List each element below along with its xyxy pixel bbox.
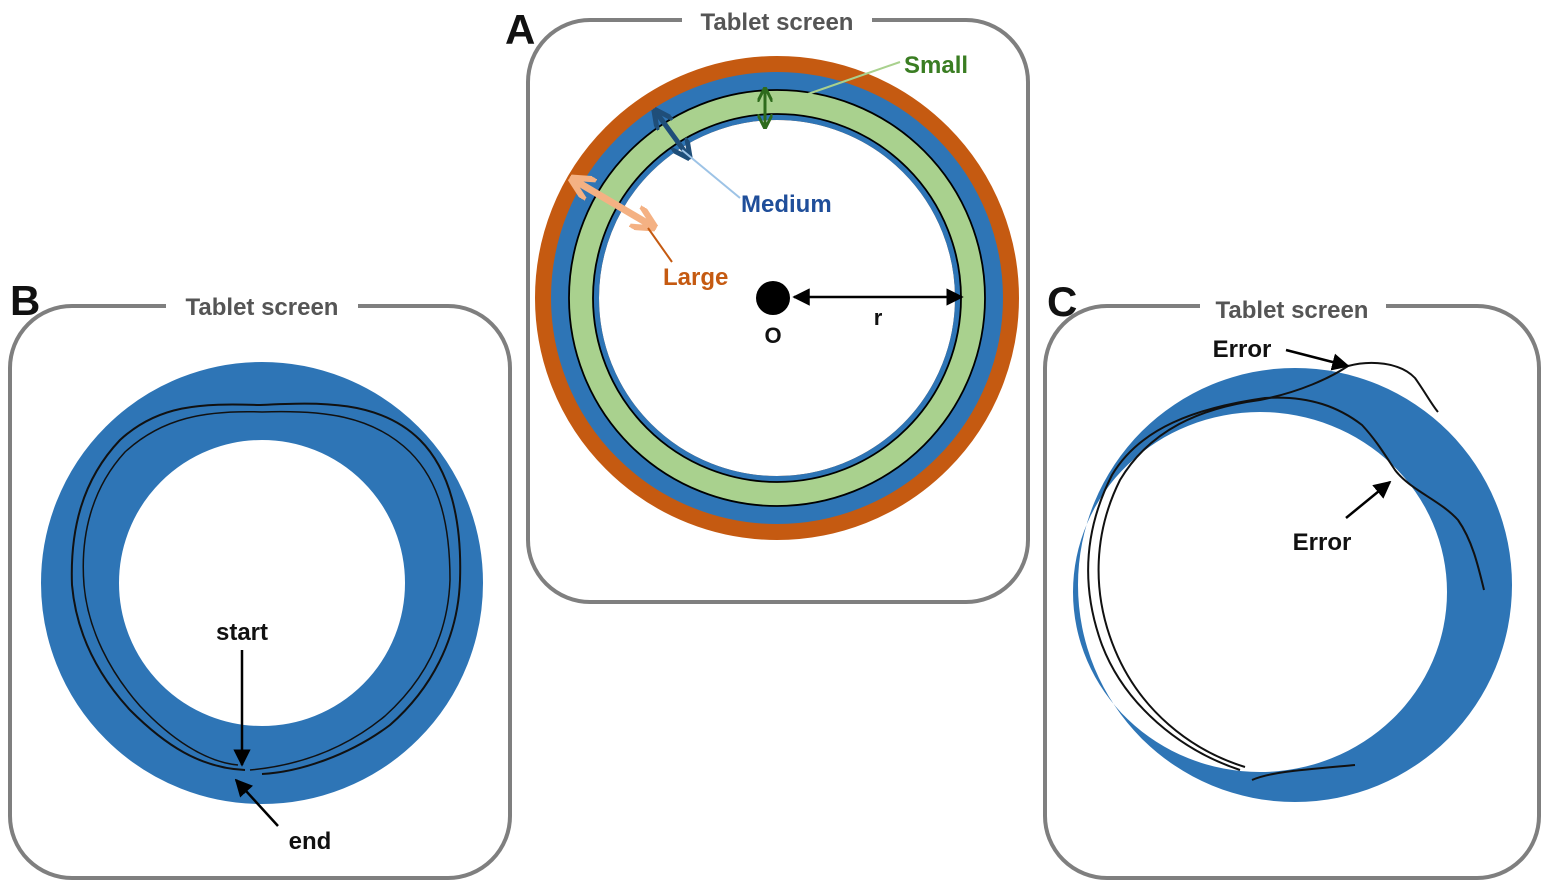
panel-a-screen-title: Tablet screen xyxy=(701,9,854,36)
radius-label: r xyxy=(874,305,883,330)
error-mid-arrow xyxy=(1345,480,1392,519)
panel-c-trace-path xyxy=(1097,361,1439,768)
medium-label: Medium xyxy=(741,191,832,218)
panel-a-letter: A xyxy=(505,6,535,53)
panel-b-trace-path xyxy=(70,402,462,775)
small-leader-line xyxy=(807,61,901,95)
panel-c-trace-path-second xyxy=(1087,396,1485,781)
panel-a: A Tablet screen O r Small Medium Large xyxy=(505,6,1030,604)
panel-a-title-gap xyxy=(682,6,872,36)
large-label: Large xyxy=(663,264,728,291)
small-band-outer-line xyxy=(568,89,986,507)
medium-width-arrow xyxy=(656,112,688,156)
large-leader-line xyxy=(647,227,673,263)
panel-c-track-ring xyxy=(1073,368,1512,802)
end-arrow xyxy=(234,778,279,827)
panel-b: B Tablet screen start end xyxy=(8,277,512,880)
panel-b-trace-path-jitter xyxy=(82,410,451,771)
medium-leader-line xyxy=(681,149,741,199)
panel-c: C Tablet screen Error Error xyxy=(1043,278,1541,880)
center-point xyxy=(756,281,790,315)
error-mid-label: Error xyxy=(1293,529,1352,556)
start-label: start xyxy=(216,619,268,646)
center-label: O xyxy=(764,323,781,348)
panel-b-screen-title: Tablet screen xyxy=(186,294,339,321)
end-label: end xyxy=(289,828,332,855)
error-top-label: Error xyxy=(1213,336,1272,363)
panel-c-title-gap xyxy=(1200,294,1386,324)
large-width-arrow xyxy=(574,180,652,226)
panel-b-title-gap xyxy=(166,292,358,322)
error-top-arrow xyxy=(1285,348,1350,371)
panel-b-track-ring xyxy=(41,362,483,804)
small-label: Small xyxy=(904,52,968,79)
small-band xyxy=(569,90,985,506)
panel-c-screen-title: Tablet screen xyxy=(1216,297,1369,324)
